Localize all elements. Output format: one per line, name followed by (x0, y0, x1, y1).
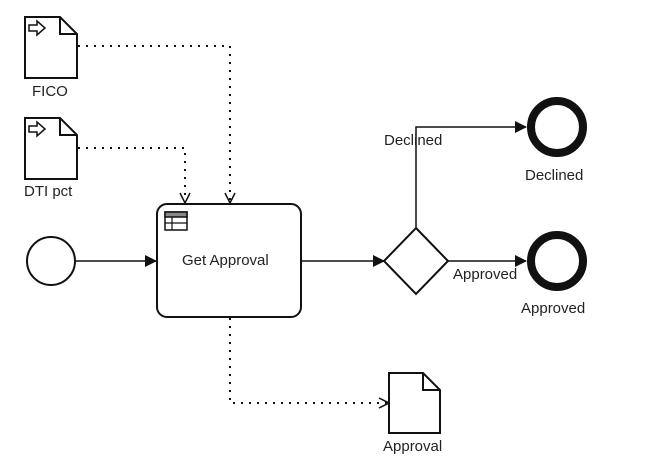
end-event-declined[interactable] (527, 97, 587, 157)
input-arrow-icon (28, 19, 47, 37)
input-arrow-icon (28, 120, 47, 138)
end-event-declined-label: Declined (525, 167, 584, 184)
data-input-fico[interactable] (24, 16, 78, 79)
flow-label-approved: Approved (453, 266, 518, 283)
data-association-approval (229, 318, 389, 403)
fico-label: FICO (32, 83, 68, 100)
data-association-fico (78, 45, 230, 203)
business-rule-table-icon (164, 211, 188, 231)
sequence-flow-declined (415, 121, 527, 228)
exclusive-gateway[interactable] (382, 226, 450, 296)
data-output-approval[interactable] (388, 372, 441, 434)
end-event-approved[interactable] (527, 231, 587, 291)
dti-label: DTI pct (24, 183, 73, 200)
approval-label: Approval (383, 438, 443, 455)
task-label: Get Approval (182, 252, 269, 269)
data-association-dti (78, 147, 185, 203)
task-get-approval[interactable] (156, 203, 302, 318)
data-input-dti[interactable] (24, 117, 78, 180)
flow-label-declined: Declined (384, 132, 443, 149)
start-event[interactable] (26, 236, 76, 286)
end-event-approved-label: Approved (521, 300, 586, 317)
